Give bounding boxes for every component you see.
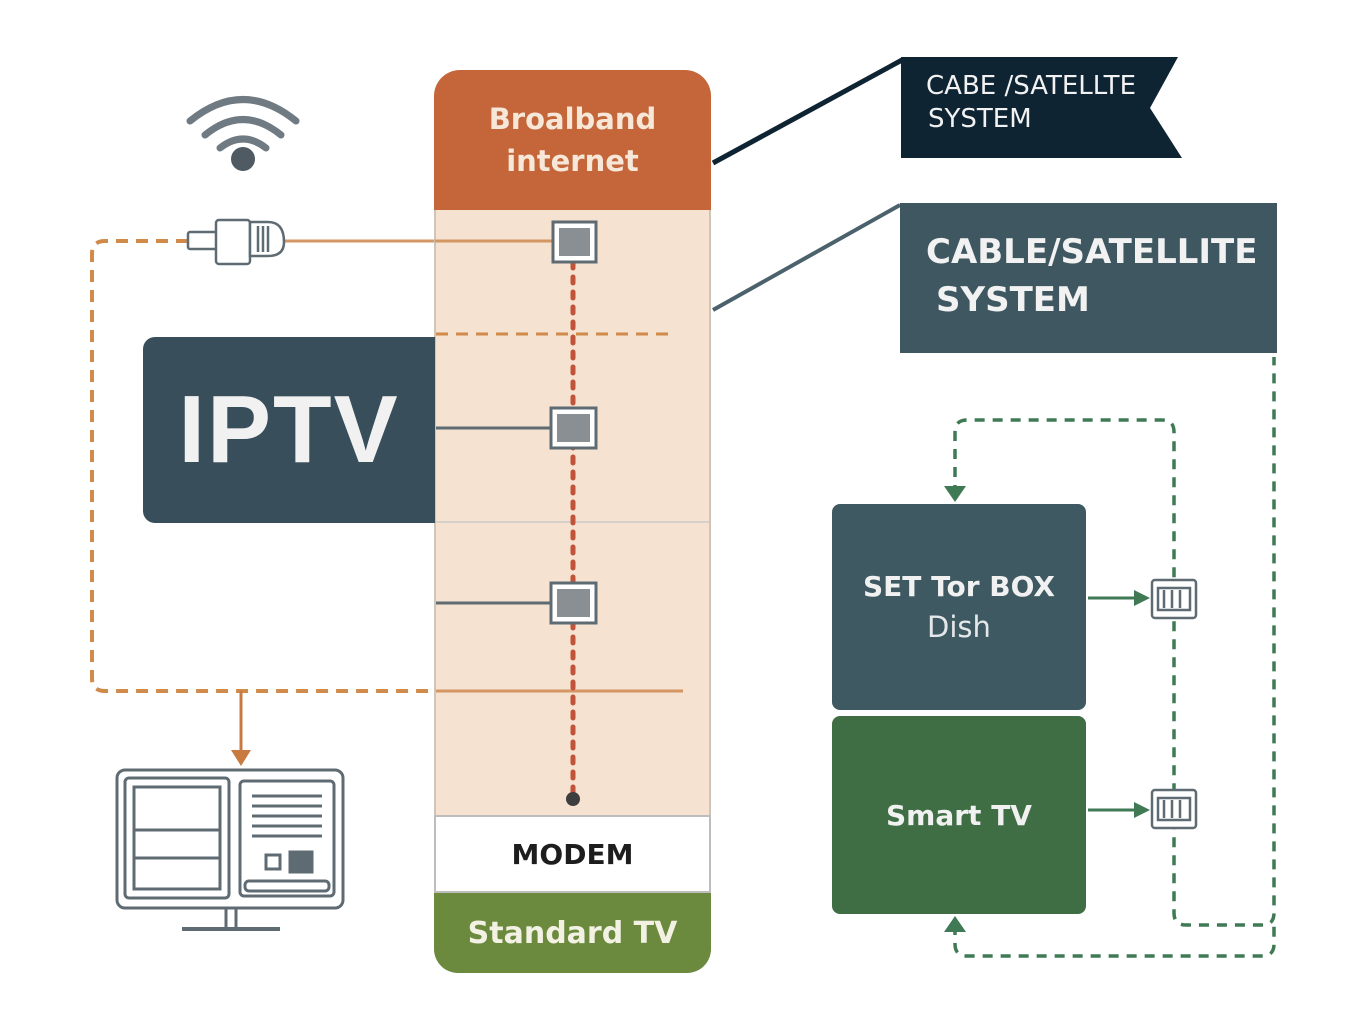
chip-icon: [549, 406, 598, 450]
cable-satellite-box: [900, 203, 1277, 353]
connector-line-cable: [712, 203, 901, 312]
smarttv-arrow-head: [1134, 802, 1150, 818]
ribbon-banner: [901, 57, 1182, 158]
green-dashed-inner-loop: [953, 357, 1276, 927]
stb-arrow-head: [1134, 590, 1150, 606]
set-top-box-title: SET Tor BOX: [862, 570, 1056, 603]
iptv-block: IPTV: [143, 337, 435, 523]
set-top-box: SET Tor BOX Dish: [832, 504, 1086, 710]
broadband-internet-header: Broalband internet: [434, 70, 711, 210]
wifi-icon: [186, 96, 300, 152]
iptv-label: IPTV: [178, 376, 400, 483]
green-arrow-up: [944, 916, 966, 932]
connector-line-ribbon: [711, 57, 904, 166]
broadband-label-line1: Broalband: [488, 102, 657, 136]
standard-tv-label: Standard TV: [434, 893, 711, 973]
broadband-label-line2: internet: [506, 144, 639, 178]
connector-icon: [1150, 578, 1198, 620]
connector-icon: [1150, 788, 1198, 830]
chip-icon: [549, 581, 598, 625]
green-dashed-bottom-loop: [953, 920, 1276, 958]
smart-tv-label: Smart TV: [886, 798, 1032, 832]
modem-label: MODEM: [434, 815, 711, 893]
cable-label-line2: SYSTEM: [936, 280, 1090, 320]
arrow-to-monitor-head: [231, 750, 251, 766]
ribbon-label-line2: SYSTEM: [928, 104, 1032, 134]
set-top-box-subtitle: Dish: [927, 610, 991, 644]
wifi-dot-icon: [231, 147, 255, 171]
ribbon-label-line1: CABE /SATELLTE: [926, 71, 1136, 101]
cable-satellite-label: CABLE/SATELLITE SYSTEM: [926, 228, 1266, 324]
chip-icon: [551, 220, 598, 264]
orange-dashed-loop: [90, 239, 435, 693]
monitor-icon: [115, 768, 345, 931]
ribbon-label: CABE /SATELLTE SYSTEM: [926, 70, 1156, 136]
plug-icon: [186, 218, 286, 266]
smart-tv-box: Smart TV: [832, 716, 1086, 914]
green-arrow-down: [944, 486, 966, 502]
cable-label-line1: CABLE/SATELLITE: [926, 232, 1258, 272]
red-dotted-line-end: [566, 792, 580, 806]
